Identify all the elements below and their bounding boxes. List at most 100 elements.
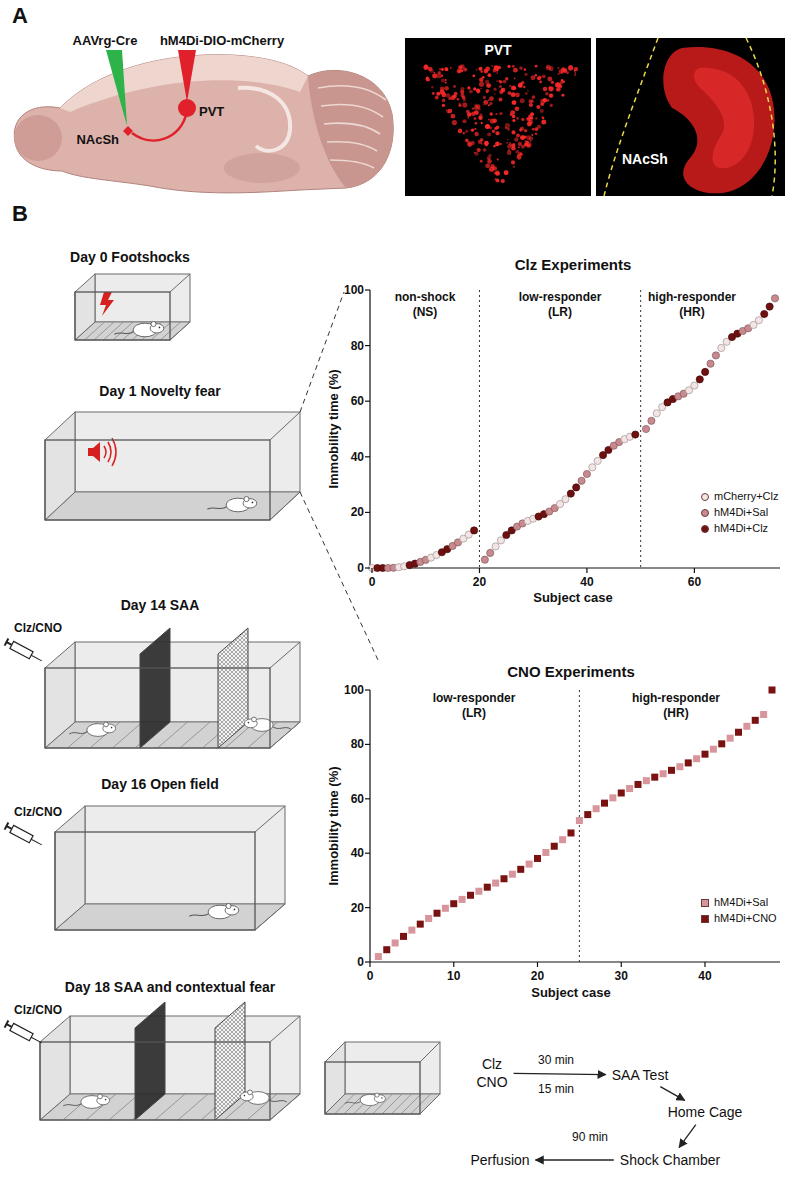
labeled-cell bbox=[535, 127, 539, 131]
chamber-edge bbox=[270, 642, 300, 668]
labeled-cell bbox=[428, 80, 430, 82]
rat-tail bbox=[268, 1100, 286, 1102]
syringe-barrel bbox=[10, 641, 33, 658]
data-point bbox=[643, 777, 650, 784]
node-text: Perfusion bbox=[470, 1151, 529, 1169]
chamber-front bbox=[55, 832, 255, 930]
labeled-cell bbox=[448, 109, 453, 114]
tick-mark bbox=[365, 289, 370, 290]
data-point bbox=[568, 829, 575, 836]
legend-item: hM4Di+Sal bbox=[701, 506, 768, 519]
data-point bbox=[696, 376, 703, 383]
labeled-cell bbox=[451, 114, 456, 119]
labeled-cell bbox=[510, 110, 515, 115]
interval-label: 15 min bbox=[538, 1082, 574, 1097]
labeled-cell bbox=[529, 103, 533, 107]
panel-letter: B bbox=[12, 200, 28, 228]
cerebellum bbox=[308, 70, 393, 188]
labeled-cell bbox=[519, 66, 523, 70]
labeled-cell bbox=[479, 113, 482, 116]
region-label: NAcSh bbox=[76, 132, 119, 148]
labeled-cell bbox=[441, 92, 446, 97]
labeled-cell bbox=[548, 86, 553, 91]
tick-mark bbox=[704, 962, 705, 967]
legend-item: mCherry+Clz bbox=[701, 490, 778, 503]
chamber-back-wall bbox=[95, 274, 190, 322]
node-text: Clz CNO bbox=[476, 1055, 507, 1091]
labeled-cell bbox=[431, 86, 433, 88]
data-point bbox=[712, 352, 719, 359]
chamber bbox=[45, 412, 300, 520]
tick-label: 40 bbox=[698, 969, 711, 984]
tick-mark bbox=[365, 345, 370, 346]
data-point bbox=[693, 755, 700, 762]
data-point bbox=[576, 817, 583, 824]
flow-arrow bbox=[536, 1159, 614, 1160]
labeled-cell bbox=[444, 67, 448, 71]
chamber bbox=[40, 1016, 300, 1120]
speaker-symbol bbox=[88, 438, 116, 466]
labeled-cell bbox=[530, 112, 534, 116]
nacsh-signal bbox=[663, 47, 774, 193]
labeled-cell bbox=[497, 159, 499, 161]
labeled-cell bbox=[561, 71, 564, 74]
syringe bbox=[5, 639, 44, 665]
legend-swatch bbox=[701, 915, 709, 923]
tick-label: 0 bbox=[357, 955, 364, 970]
data-point bbox=[417, 921, 424, 928]
labeled-cell bbox=[558, 67, 560, 69]
node-text: NAcSh bbox=[622, 151, 668, 167]
labeled-cell bbox=[438, 71, 441, 74]
labeled-cell bbox=[462, 102, 467, 107]
labeled-cell bbox=[465, 130, 468, 133]
legend-text: hM4Di+CNO bbox=[714, 912, 777, 925]
labeled-cell bbox=[494, 127, 497, 130]
chamber-edge bbox=[420, 1094, 440, 1114]
labeled-cell bbox=[518, 142, 522, 146]
session-label: Day 0 Footshocks bbox=[70, 249, 190, 267]
rat-eye bbox=[381, 1097, 382, 1098]
rat-ear bbox=[104, 722, 109, 727]
labeled-cell bbox=[486, 83, 491, 88]
labeled-cell bbox=[512, 86, 516, 90]
chamber-front bbox=[325, 1062, 420, 1114]
tick-mark bbox=[365, 853, 370, 854]
data-point bbox=[691, 382, 698, 389]
grid-bar bbox=[180, 722, 210, 748]
labeled-cell bbox=[493, 69, 497, 73]
data-point bbox=[702, 751, 709, 758]
step-label: Shock Chamber bbox=[617, 1150, 723, 1170]
step-label: Perfusion bbox=[467, 1150, 532, 1170]
data-point bbox=[450, 900, 457, 907]
fiber-signal bbox=[663, 47, 774, 193]
cerebellar-folium bbox=[327, 142, 377, 151]
data-point bbox=[375, 953, 382, 960]
rat bbox=[244, 717, 290, 731]
data-point bbox=[593, 805, 600, 812]
data-point bbox=[584, 811, 591, 818]
data-point bbox=[551, 843, 558, 850]
labeled-cell bbox=[535, 117, 537, 119]
tick-label: 40 bbox=[351, 449, 364, 464]
labeled-cell bbox=[509, 144, 511, 146]
labeled-cell bbox=[444, 81, 446, 83]
labeled-cell bbox=[528, 136, 533, 141]
node-text: SAA Test bbox=[612, 1066, 669, 1084]
labeled-cell bbox=[521, 118, 525, 122]
rat-ear bbox=[244, 497, 249, 502]
region-boundary bbox=[604, 38, 658, 196]
data-point bbox=[392, 939, 399, 946]
data-point bbox=[702, 368, 709, 375]
labeled-cell bbox=[442, 99, 446, 103]
nacsh-site bbox=[123, 126, 133, 136]
data-point bbox=[408, 927, 415, 934]
flow-arrow bbox=[514, 1073, 606, 1074]
labeled-cell bbox=[492, 129, 495, 132]
labeled-cell bbox=[547, 77, 552, 82]
labeled-cell bbox=[561, 67, 565, 71]
labeled-cell bbox=[520, 126, 524, 130]
data-point bbox=[632, 431, 639, 438]
labeled-cell bbox=[436, 92, 440, 96]
rat bbox=[240, 1090, 286, 1104]
labeled-cell bbox=[494, 178, 496, 180]
